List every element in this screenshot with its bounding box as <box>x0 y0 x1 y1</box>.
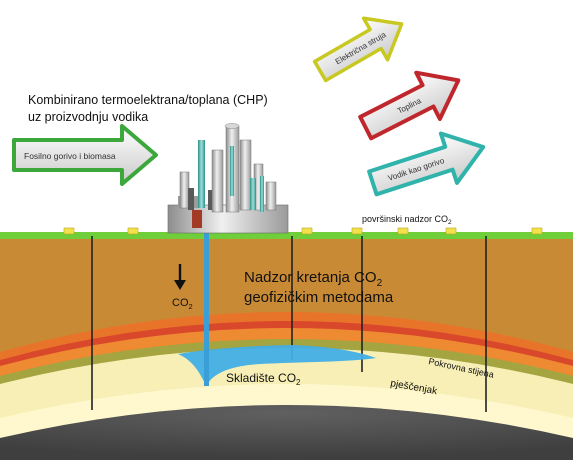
diagram-title-line1: Kombinirano termoelektrana/toplana (CHP) <box>28 93 268 107</box>
co2-storage-plume <box>178 345 376 386</box>
surface-sensor <box>351 227 363 235</box>
diagram-title-line2: uz proizvodnju vodika <box>28 110 148 124</box>
deep-rock-layer <box>0 405 573 460</box>
heat-output-arrow: Toplina <box>358 70 461 141</box>
co2-injection-label: CO2 <box>172 297 193 311</box>
migration-monitoring-label-line1: Nadzor kretanja CO2 <box>244 269 383 289</box>
ground-surface <box>0 232 573 239</box>
fossil-fuel-biomass-label: Fosilno gorivo i biomasa <box>24 151 116 161</box>
surface-sensor <box>301 227 313 235</box>
surface-sensor <box>531 227 543 235</box>
fossil-fuel-biomass-arrow: Fosilno gorivo i biomasa <box>12 124 158 186</box>
electricity-output-arrow: Električna struja <box>312 16 404 83</box>
co2-injection-arrow-icon <box>174 264 186 290</box>
surface-sensor <box>445 227 457 235</box>
surface-sensor <box>397 227 409 235</box>
hydrogen-output-arrow: Vodik kao gorivo <box>367 131 486 197</box>
migration-monitoring-label-line2: geofizičkim metodama <box>244 289 394 306</box>
storage-label: Skladište CO2 <box>226 371 301 387</box>
surface-sensor <box>63 227 75 235</box>
surface-sensor <box>127 227 139 235</box>
chp-plant-icon <box>167 123 289 234</box>
surface-monitoring-label: površinski nadzor CO2 <box>362 214 452 226</box>
injection-well <box>204 226 209 386</box>
surface-sensors <box>63 227 543 235</box>
